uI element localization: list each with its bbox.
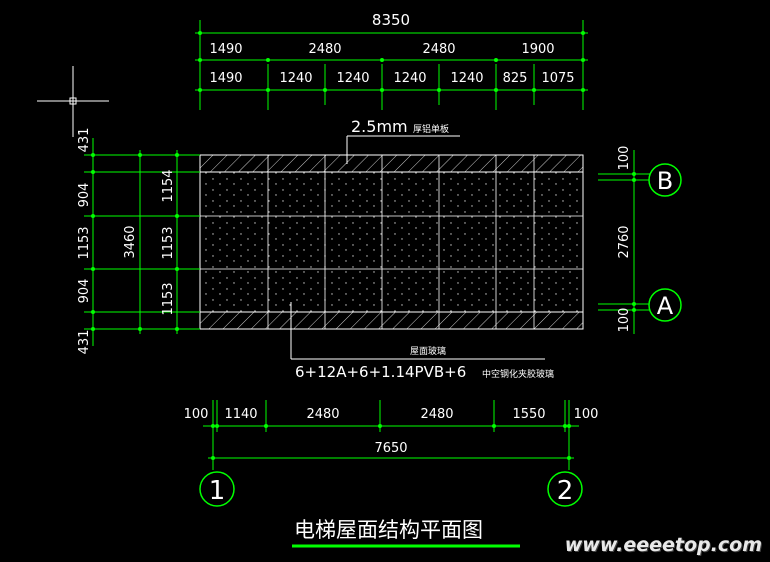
drawing-title-block: 电梯屋面结构平面图 — [292, 518, 520, 548]
left-dimensions: 431 904 1153 904 431 3460 1154 1153 1153 — [77, 128, 200, 355]
aluminum-panel-annotation: 2.5mm 厚铝单板 — [346, 117, 460, 164]
axis-bubble-b: B — [657, 167, 673, 195]
left-inner-dim: 1154 — [161, 169, 176, 202]
left-outer-dim: 904 — [77, 183, 92, 208]
axis-bubble-2: 2 — [557, 476, 574, 506]
drawing-title: 电梯屋面结构平面图 — [294, 518, 483, 542]
aluminum-panel-thickness-label: 2.5mm — [351, 117, 408, 136]
top-row2-dim: 1240 — [336, 71, 369, 86]
axis-bubble-1: 1 — [209, 476, 226, 506]
left-outer-dim: 1153 — [77, 226, 92, 259]
glass-spec-label: 6+12A+6+1.14PVB+6 — [295, 363, 466, 381]
top-total-dim: 8350 — [372, 11, 410, 29]
bottom-dimensions: 100 1140 2480 2480 1550 100 7650 1 2 — [184, 400, 599, 507]
top-row1-dim: 1900 — [521, 42, 554, 57]
bottom-row1-dim: 100 — [184, 407, 209, 422]
glass-annotation: 屋面玻璃 6+12A+6+1.14PVB+6 中空钢化夹胶玻璃 — [290, 302, 554, 381]
cursor-crosshair-icon — [37, 66, 109, 137]
top-dimensions: 8350 1490 2480 2480 1900 1490 1240 1240 … — [195, 11, 588, 110]
top-row2-dim: 1240 — [450, 71, 483, 86]
left-inner-dim: 1153 — [161, 282, 176, 315]
top-row1-dim: 2480 — [308, 42, 341, 57]
aluminum-panel-material-label: 厚铝单板 — [413, 123, 449, 135]
bottom-row1-dim: 100 — [574, 407, 599, 422]
top-row2-dim: 1240 — [279, 71, 312, 86]
glass-area — [199, 171, 584, 313]
left-outer-dim: 431 — [77, 128, 92, 153]
top-row1-dim: 1490 — [209, 42, 242, 57]
right-bottom-offset-dim: 100 — [617, 308, 632, 333]
bottom-row1-dim: 2480 — [420, 407, 453, 422]
left-outer-dim: 904 — [77, 279, 92, 304]
top-row2-dim: 1075 — [541, 71, 574, 86]
top-row2-dim: 1490 — [209, 71, 242, 86]
watermark: www.eeeetop.com — [564, 534, 762, 556]
top-row2-dim: 825 — [503, 71, 528, 86]
left-inner-dim: 1153 — [161, 226, 176, 259]
roof-plan — [199, 154, 584, 330]
left-total-dim: 3460 — [123, 225, 138, 258]
axis-bubble-a: A — [657, 292, 674, 320]
bottom-total-dim: 7650 — [374, 441, 407, 456]
glass-material-label: 中空钢化夹胶玻璃 — [482, 368, 554, 380]
top-row2-dim: 1240 — [393, 71, 426, 86]
bottom-row1-dim: 1140 — [224, 407, 257, 422]
right-top-offset-dim: 100 — [617, 146, 632, 171]
right-span-dim: 2760 — [617, 225, 632, 258]
aluminum-strip-top — [199, 154, 584, 173]
aluminum-strip-bottom — [199, 311, 584, 330]
glass-caption: 屋面玻璃 — [410, 345, 446, 357]
top-row1-dim: 2480 — [422, 42, 455, 57]
right-dimensions: 100 2760 100 B A — [598, 146, 682, 334]
bottom-row1-dim: 2480 — [306, 407, 339, 422]
left-outer-dim: 431 — [77, 330, 92, 355]
bottom-row1-dim: 1550 — [512, 407, 545, 422]
